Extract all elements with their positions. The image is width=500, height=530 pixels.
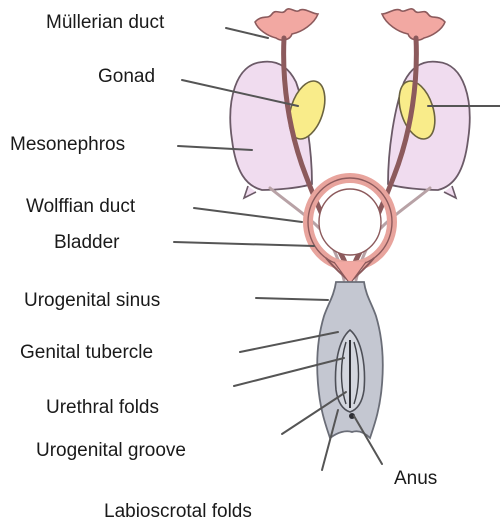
label-urogenital-groove: Urogenital groove — [36, 440, 186, 461]
label-mesonephros: Mesonephros — [10, 134, 125, 155]
leader-urogenital-sinus — [256, 298, 328, 300]
label-labioscrotal-folds: Labioscrotal folds — [104, 501, 252, 522]
label-mullerian-duct: Müllerian duct — [46, 12, 165, 33]
bladder — [308, 178, 392, 284]
left-fimbria — [255, 9, 318, 40]
label-urethral-folds: Urethral folds — [46, 397, 159, 418]
label-gonad: Gonad — [98, 66, 155, 87]
right-fimbria — [382, 9, 445, 40]
label-urogenital-sinus: Urogenital sinus — [24, 290, 160, 311]
leader-bladder — [174, 242, 314, 246]
leader-wolffian-duct — [194, 208, 302, 222]
label-bladder: Bladder — [54, 232, 120, 253]
label-genital-tubercle: Genital tubercle — [20, 342, 153, 363]
label-wolffian-duct: Wolffian duct — [26, 196, 136, 217]
label-anus: Anus — [394, 468, 437, 489]
